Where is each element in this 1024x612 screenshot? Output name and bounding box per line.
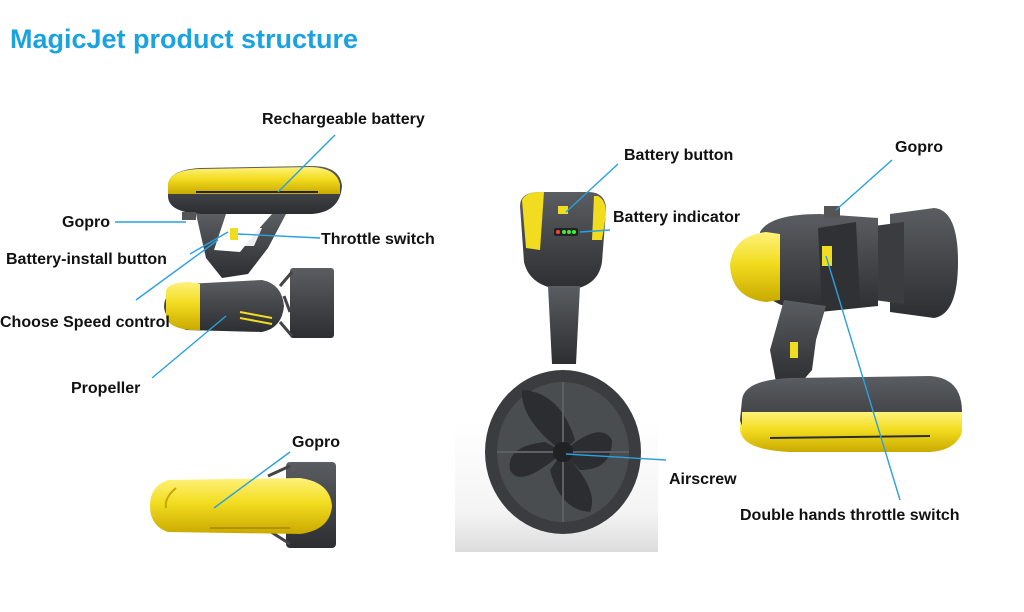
page-title: MagicJet product structure	[10, 24, 359, 54]
leader-rechargeable-battery	[277, 134, 336, 193]
leader-lines	[115, 134, 901, 509]
label-rechargeable-battery: Rechargeable battery	[262, 111, 425, 128]
leader-battery-indicator	[579, 229, 611, 233]
label-throttle-switch: Throttle switch	[321, 231, 435, 248]
label-double-hands-throttle-switch: Double hands throttle switch	[740, 507, 960, 524]
leader-double-hands	[825, 255, 901, 501]
label-gopro-top: Gopro	[292, 434, 340, 451]
leader-throttle-switch	[237, 233, 321, 239]
side-view-scooter	[164, 166, 342, 338]
top-view-scooter	[150, 462, 336, 548]
label-battery-button: Battery button	[624, 147, 734, 164]
label-gopro-side: Gopro	[62, 214, 110, 231]
leader-gopro-angled	[835, 159, 893, 211]
label-battery-install-button: Battery-install button	[6, 251, 167, 268]
leader-battery-button	[565, 163, 619, 213]
label-airscrew: Airscrew	[669, 471, 737, 488]
leader-airscrew	[565, 453, 667, 461]
label-propeller: Propeller	[71, 380, 141, 397]
leader-gopro-top	[213, 451, 291, 509]
label-battery-indicator: Battery indicator	[613, 209, 741, 226]
label-choose-speed-control: Choose Speed control	[0, 314, 170, 331]
label-gopro-angled: Gopro	[895, 139, 943, 156]
leader-battery-install	[189, 231, 229, 255]
leader-speed-control	[135, 239, 219, 301]
leader-propeller	[151, 315, 227, 379]
angled-view-scooter	[730, 206, 962, 452]
rear-view-scooter	[455, 192, 658, 552]
